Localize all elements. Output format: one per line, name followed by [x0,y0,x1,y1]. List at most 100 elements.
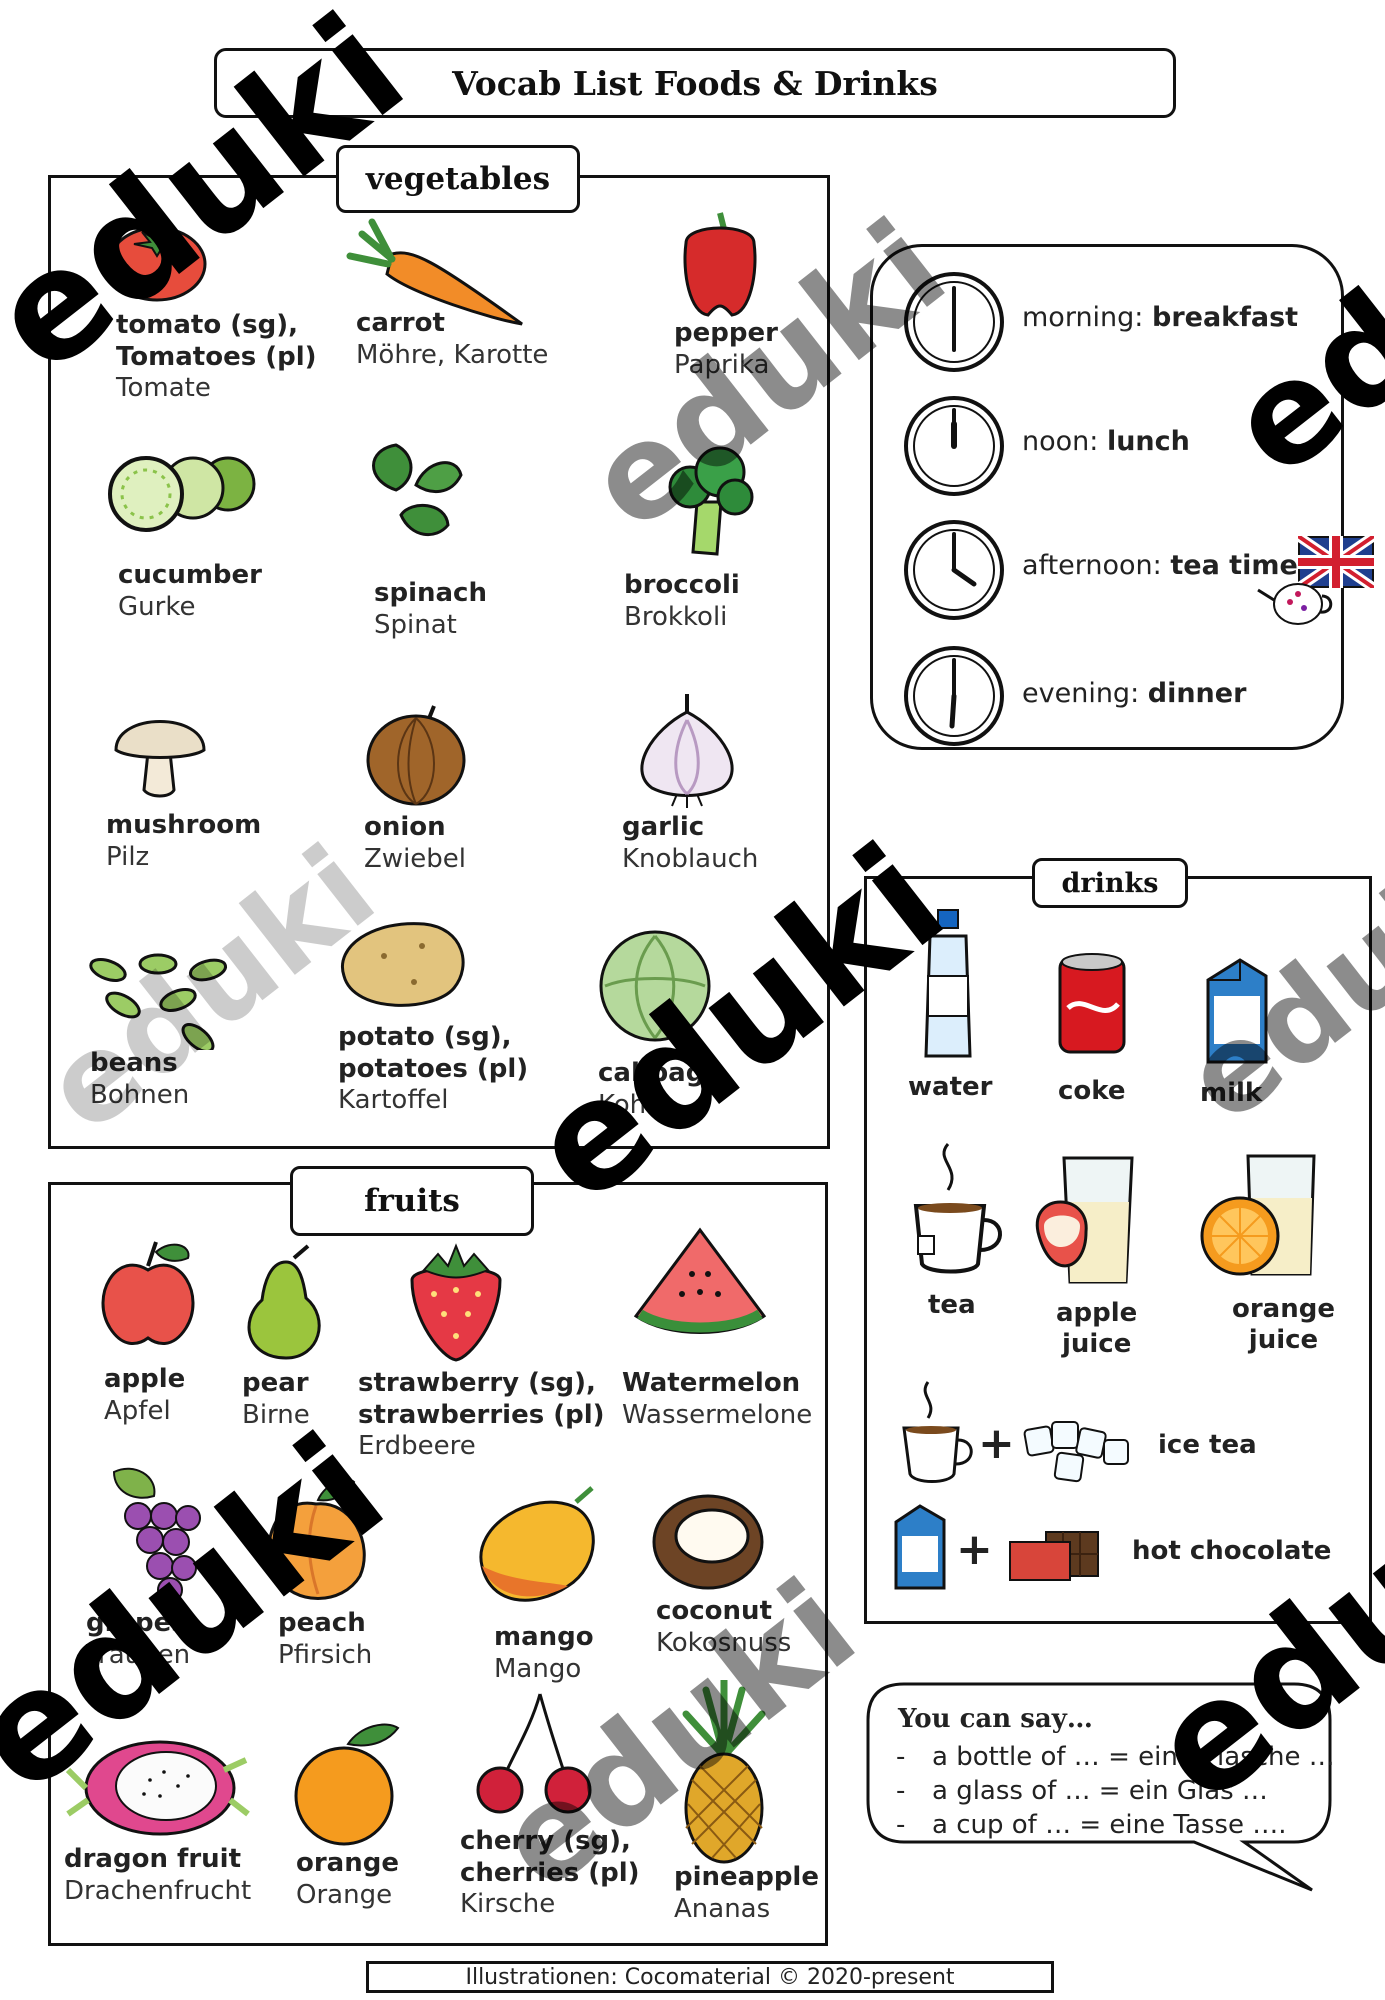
garlic-icon [640,694,734,808]
vocab-item-cucumber: cucumber Gurke [118,560,262,623]
vocab-german: Pilz [106,841,150,872]
vocab-english: strawberry (sg), strawberries (pl) [358,1368,605,1430]
fruit-item-coconut: coconut Kokosnuss [656,1596,791,1659]
fruit-item-grapes: grapes Trauben [86,1608,190,1671]
drink-label-ice-tea: ice tea [1158,1430,1257,1460]
clock-icon [904,396,1004,496]
say-bullet: - [896,1742,906,1772]
fruit-item-watermelon: Watermelon Wassermelone [622,1368,812,1431]
vocab-german: Kartoffel [338,1085,449,1116]
meal-time: noon: [1022,426,1107,457]
vocab-english: cucumber [118,560,263,590]
vocab-english: cabbage [598,1058,722,1088]
vocab-item-cabbage: cabbage Kohl [598,1058,722,1121]
pineapple-icon [682,1680,766,1864]
vocab-english: dragon fruit [64,1844,241,1874]
vocab-german: Trauben [86,1639,191,1670]
vocab-english: pear [242,1368,309,1398]
drink-label-coke: coke [1058,1076,1126,1106]
pepper-icon [683,212,757,317]
vocab-english: Watermelon [622,1368,801,1398]
say-text: a cup of … = eine Tasse …. [932,1810,1287,1840]
beans-icon [89,953,228,1050]
vocab-english: potato (sg), potatoes (pl) [338,1022,529,1084]
meal-dinner: evening: dinner [1022,678,1246,709]
vocab-german: Wassermelone [622,1399,813,1430]
vocab-german: Ananas [674,1893,771,1924]
drink-label-tea: tea [928,1290,976,1320]
vocab-english: coconut [656,1596,772,1626]
fruit-item-orange: orange Orange [296,1848,399,1911]
drink-label-milk: milk [1200,1078,1263,1108]
vocab-german: Spinat [374,609,457,640]
clock-icon [904,520,1004,620]
mango-icon [479,1486,595,1602]
tea-cup-icon [902,1381,973,1483]
meal-name: breakfast [1152,302,1299,333]
strawberry-icon [410,1243,502,1362]
vocab-german: Zwiebel [364,843,467,874]
milk-carton-icon [894,1504,946,1590]
fruit-item-dragon-fruit: dragon fruit Drachenfrucht [64,1844,251,1907]
pear-icon [247,1244,321,1360]
fruit-item-cherry: cherry (sg), cherries (pl) Kirsche [460,1826,640,1921]
vocab-german: Drachenfrucht [64,1875,252,1906]
drink-label-apple-juice: apple juice [1056,1298,1138,1360]
onion-icon [366,705,466,806]
vocab-english: spinach [374,578,487,608]
vocab-item-beans: beans Bohnen [90,1048,189,1111]
fruit-item-apple: apple Apfel [104,1364,185,1427]
vocab-german: Kokosnuss [656,1627,792,1658]
speech-bubble [866,1682,1332,1892]
vocab-english: grapes [86,1608,187,1638]
vocab-german: Möhre, Karotte [356,339,549,370]
mushroom-icon [114,720,206,798]
say-line: -a bottle of … = eine Flasche … [896,1742,1335,1772]
teapot-icon [1257,583,1333,625]
apple-icon [101,1241,195,1345]
meal-name: tea time [1170,550,1298,581]
fruit-item-pear: pear Birne [242,1368,310,1431]
apple-juice-icon [1035,1156,1134,1284]
vocab-german: Pfirsich [278,1639,373,1670]
vocab-english: mango [494,1622,594,1652]
vocab-german: Kohl [598,1089,654,1120]
tomato-icon [107,226,207,302]
vocab-german: Apfel [104,1395,171,1426]
say-list: -a bottle of … = eine Flasche … -a glass… [896,1742,1335,1840]
meal-time: evening: [1022,678,1148,709]
clock-icon [904,272,1004,372]
watermelon-icon [633,1227,767,1334]
vocab-english: carrot [356,308,445,338]
vocab-english: garlic [622,812,705,842]
meal-lunch: noon: lunch [1022,426,1190,457]
vocab-item-spinach: spinach Spinat [374,578,487,641]
vocab-item-carrot: carrot Möhre, Karotte [356,308,548,371]
meal-name: dinner [1147,678,1247,709]
say-bullet: - [896,1776,906,1806]
page-title: Vocab List Foods & Drinks [214,48,1176,118]
vocab-english: mushroom [106,810,262,840]
chocolate-bar-icon [1009,1531,1099,1581]
vocab-german: Orange [296,1879,393,1910]
vocab-german: Kirsche [460,1889,556,1920]
meal-breakfast: morning: breakfast [1022,302,1298,333]
fruits-heading: fruits [290,1166,534,1236]
meal-name: lunch [1106,426,1190,457]
vocab-english: beans [90,1048,178,1078]
vocab-german: Bohnen [90,1079,190,1110]
vocab-item-tomato: tomato (sg), Tomatoes (pl) Tomate [116,310,317,405]
vocab-german: Paprika [674,349,770,380]
orange-juice-icon [1200,1154,1316,1276]
say-heading: You can say… [898,1704,1093,1734]
say-line: -a glass of … = ein Glas … [896,1776,1335,1806]
carrot-icon [346,218,523,326]
say-line: -a cup of … = eine Tasse …. [896,1810,1335,1840]
fruit-item-mango: mango Mango [494,1622,594,1685]
vocab-english: cherry (sg), cherries (pl) [460,1826,640,1888]
vocab-english: pepper [674,318,778,348]
vocab-item-onion: onion Zwiebel [364,812,466,875]
vocab-english: broccoli [624,570,740,600]
ice-cubes-icon [1023,1421,1129,1483]
plus-icon: + [956,1524,993,1575]
